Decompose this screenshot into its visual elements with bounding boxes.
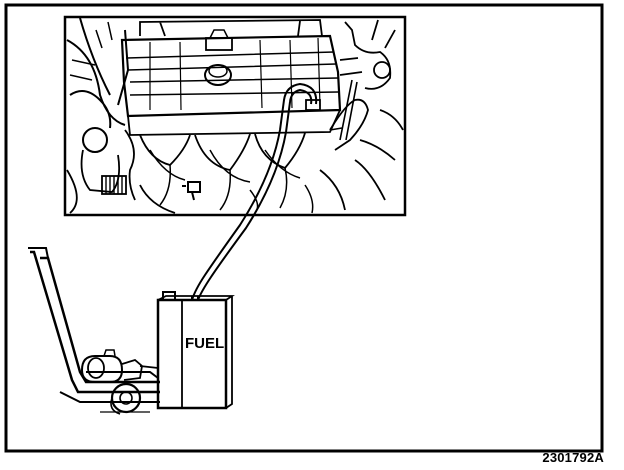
engine-bay-inset <box>63 15 407 217</box>
fuel-tank: FUEL <box>156 291 235 410</box>
pump-cart <box>28 247 160 415</box>
fluid-reservoir <box>82 127 108 153</box>
intake-manifold <box>127 109 341 171</box>
left-fender <box>66 17 130 129</box>
tank-cap <box>162 291 176 301</box>
inset-frame <box>63 15 407 217</box>
outer-frame <box>4 3 604 453</box>
oil-filler-cap <box>204 29 233 86</box>
pump-motor <box>80 349 159 383</box>
right-components <box>319 19 404 211</box>
wiring-connector <box>101 175 127 195</box>
figure-number: 2301792A <box>542 450 604 465</box>
fuel-rail-fitting <box>182 181 201 201</box>
tank-label: FUEL <box>185 335 224 352</box>
fuel-hose <box>191 82 321 301</box>
cart-wheel <box>110 382 142 415</box>
